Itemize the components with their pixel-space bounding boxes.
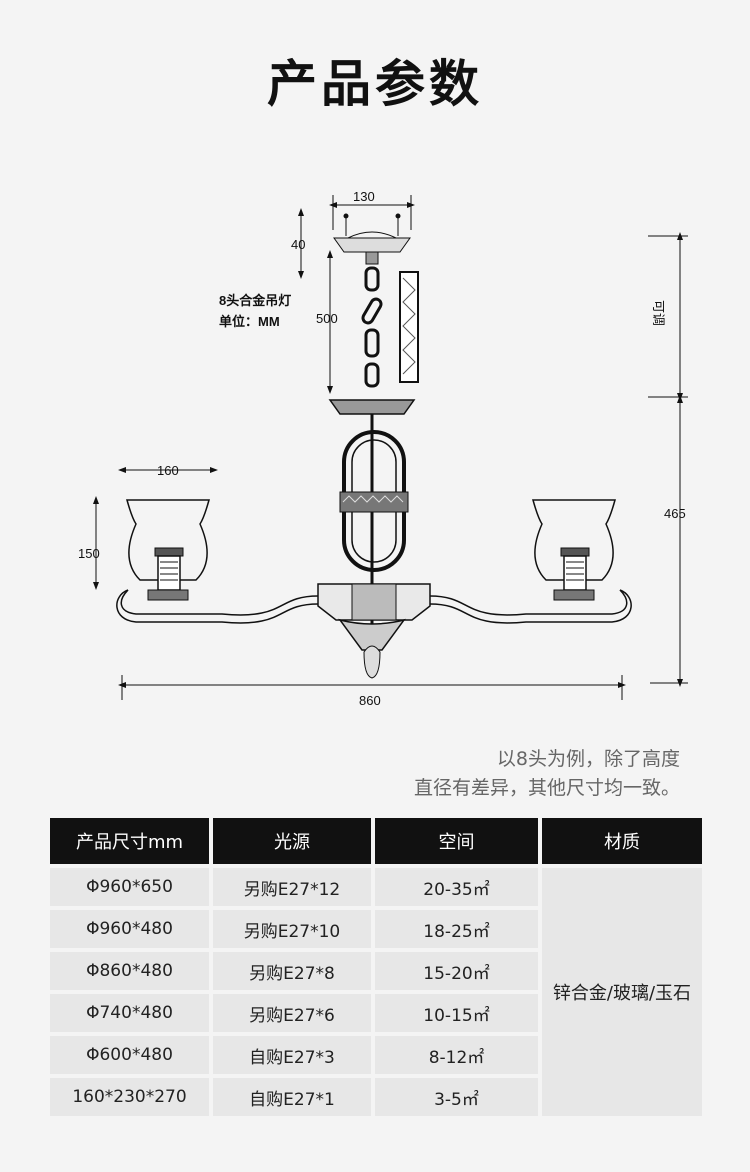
cell-space: 3-5㎡ [375, 1078, 538, 1116]
header-light: 光源 [213, 818, 371, 864]
table-row: 160*230*270 自购E27*1 3-5㎡ [50, 1078, 702, 1116]
cell-light: 另购E27*10 [213, 910, 371, 948]
header-space: 空间 [375, 818, 538, 864]
size-note: 以8头为例，除了高度 直径有差异，其他尺寸均一致。 [414, 745, 680, 803]
table-row: Φ860*480 另购E27*8 15-20㎡ [50, 952, 702, 990]
cell-size: Φ860*480 [50, 952, 209, 990]
dim-top-width: 130 [329, 189, 415, 230]
dim-top-width-label: 130 [353, 189, 375, 204]
dim-total-width: 860 [118, 675, 626, 708]
table-row: Φ960*650 另购E27*12 20-35㎡ 锌合金/玻璃/玉石 [50, 868, 702, 1116]
cell-size: Φ960*480 [50, 910, 209, 948]
cell-light: 自购E27*3 [213, 1036, 371, 1074]
cell-size: Φ960*650 [50, 868, 209, 906]
chain-detail [399, 271, 419, 383]
dim-shade-height-label: 150 [78, 546, 100, 561]
dim-adjustable: 可调 [648, 232, 688, 401]
cell-light: 自购E27*1 [213, 1078, 371, 1116]
cell-space: 8-12㎡ [375, 1036, 538, 1074]
cell-size: Φ600*480 [50, 1036, 209, 1074]
cell-space: 20-35㎡ [375, 868, 538, 906]
dim-body-height-label: 465 [664, 506, 686, 521]
size-note-line1: 以8头为例，除了高度 [496, 748, 680, 770]
product-label: 8头合金吊灯 [219, 293, 291, 308]
cell-material: 锌合金/玻璃/玉石 [542, 868, 702, 1116]
page-title: 产品参数 [267, 55, 483, 113]
left-shade [126, 499, 210, 601]
dim-canopy-height-label: 40 [291, 237, 305, 252]
cell-space: 10-15㎡ [375, 994, 538, 1032]
dim-chain-label: 500 [316, 311, 338, 326]
dim-shade-width: 160 [118, 463, 218, 478]
header-size: 产品尺寸mm [50, 818, 209, 864]
chandelier-dimension-drawing: 130 40 500 8头合金吊灯 单位：MM 可调 [78, 189, 688, 708]
dim-canopy-height: 40 [291, 208, 305, 279]
cell-light: 另购E27*8 [213, 952, 371, 990]
cell-size: 160*230*270 [50, 1078, 209, 1116]
cell-light: 另购E27*6 [213, 994, 371, 1032]
dim-chain: 500 [316, 250, 338, 394]
header-material: 材质 [542, 818, 702, 864]
chain [361, 266, 383, 388]
lamp-body [317, 399, 431, 679]
lamp-arms [116, 589, 632, 624]
cell-space: 18-25㎡ [375, 910, 538, 948]
dim-adjustable-label: 可调 [651, 300, 666, 326]
spec-table: 产品尺寸mm 光源 空间 材质 Φ960*650 另购E27*12 20-35㎡… [46, 814, 706, 1120]
canopy [333, 213, 411, 265]
right-shade [532, 499, 616, 601]
size-note-line2: 直径有差异，其他尺寸均一致。 [413, 777, 680, 799]
table-row: Φ960*480 另购E27*10 18-25㎡ [50, 910, 702, 948]
dim-total-width-label: 860 [359, 693, 381, 708]
dim-shade-width-label: 160 [157, 463, 179, 478]
cell-space: 15-20㎡ [375, 952, 538, 990]
spec-table-header: 产品尺寸mm 光源 空间 材质 [50, 818, 702, 864]
cell-size: Φ740*480 [50, 994, 209, 1032]
unit-label: 单位：MM [219, 314, 280, 329]
dim-body-height: 465 [650, 395, 688, 687]
cell-light: 另购E27*12 [213, 868, 371, 906]
table-row: Φ740*480 另购E27*6 10-15㎡ [50, 994, 702, 1032]
table-row: Φ600*480 自购E27*3 8-12㎡ [50, 1036, 702, 1074]
dim-shade-height: 150 [78, 496, 100, 590]
